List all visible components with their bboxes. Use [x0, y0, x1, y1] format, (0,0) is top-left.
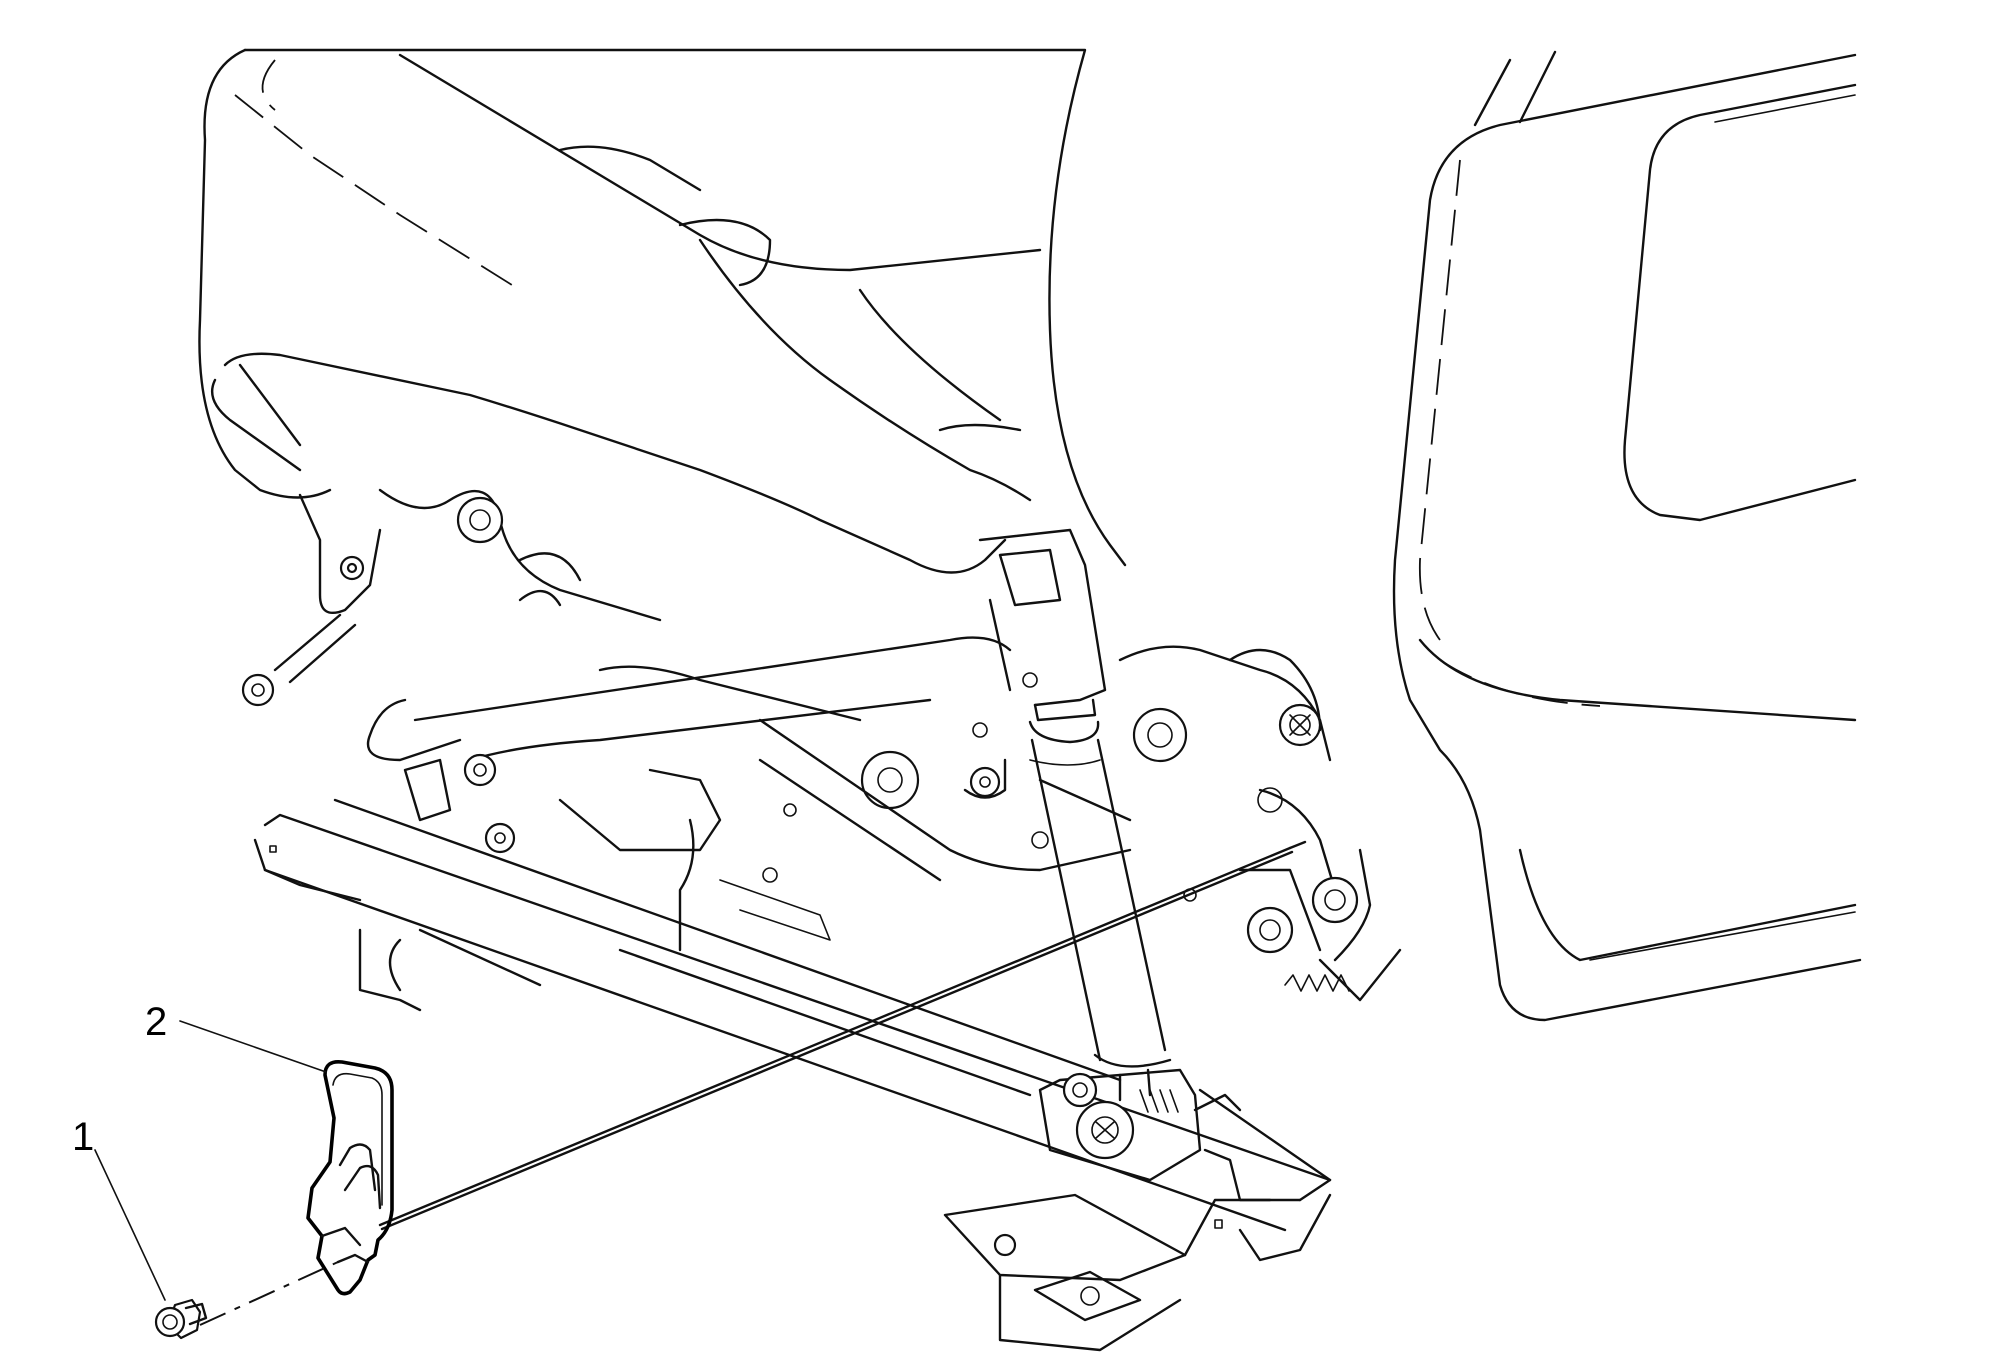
callout-label-2: 2	[145, 1000, 167, 1044]
bolt	[154, 1261, 339, 1340]
adjuster-rod	[378, 840, 1307, 1231]
callout-label-1: 1	[72, 1115, 94, 1159]
actuator-bolt	[1075, 1100, 1135, 1160]
lower-actuator	[1038, 1068, 1272, 1202]
handle-cover	[306, 1059, 394, 1296]
seat-frame	[241, 488, 1197, 952]
recliner-bolt-lower	[1311, 876, 1359, 924]
recliner-pivot	[1278, 703, 1322, 747]
seat-cushion	[198, 48, 1127, 574]
frame-nut-right	[969, 766, 1001, 798]
callout-1-leader	[94, 1149, 166, 1301]
recliner-bolt-upper	[1132, 707, 1188, 763]
gas-strut	[978, 528, 1172, 1102]
frame-nut-left	[463, 753, 497, 787]
callout-2-leader	[179, 1020, 327, 1073]
seat-back-right	[1392, 50, 1862, 1022]
recliner-mechanism	[1118, 645, 1402, 1002]
seat-track	[253, 798, 1332, 1352]
frame-nut-center	[484, 822, 516, 854]
